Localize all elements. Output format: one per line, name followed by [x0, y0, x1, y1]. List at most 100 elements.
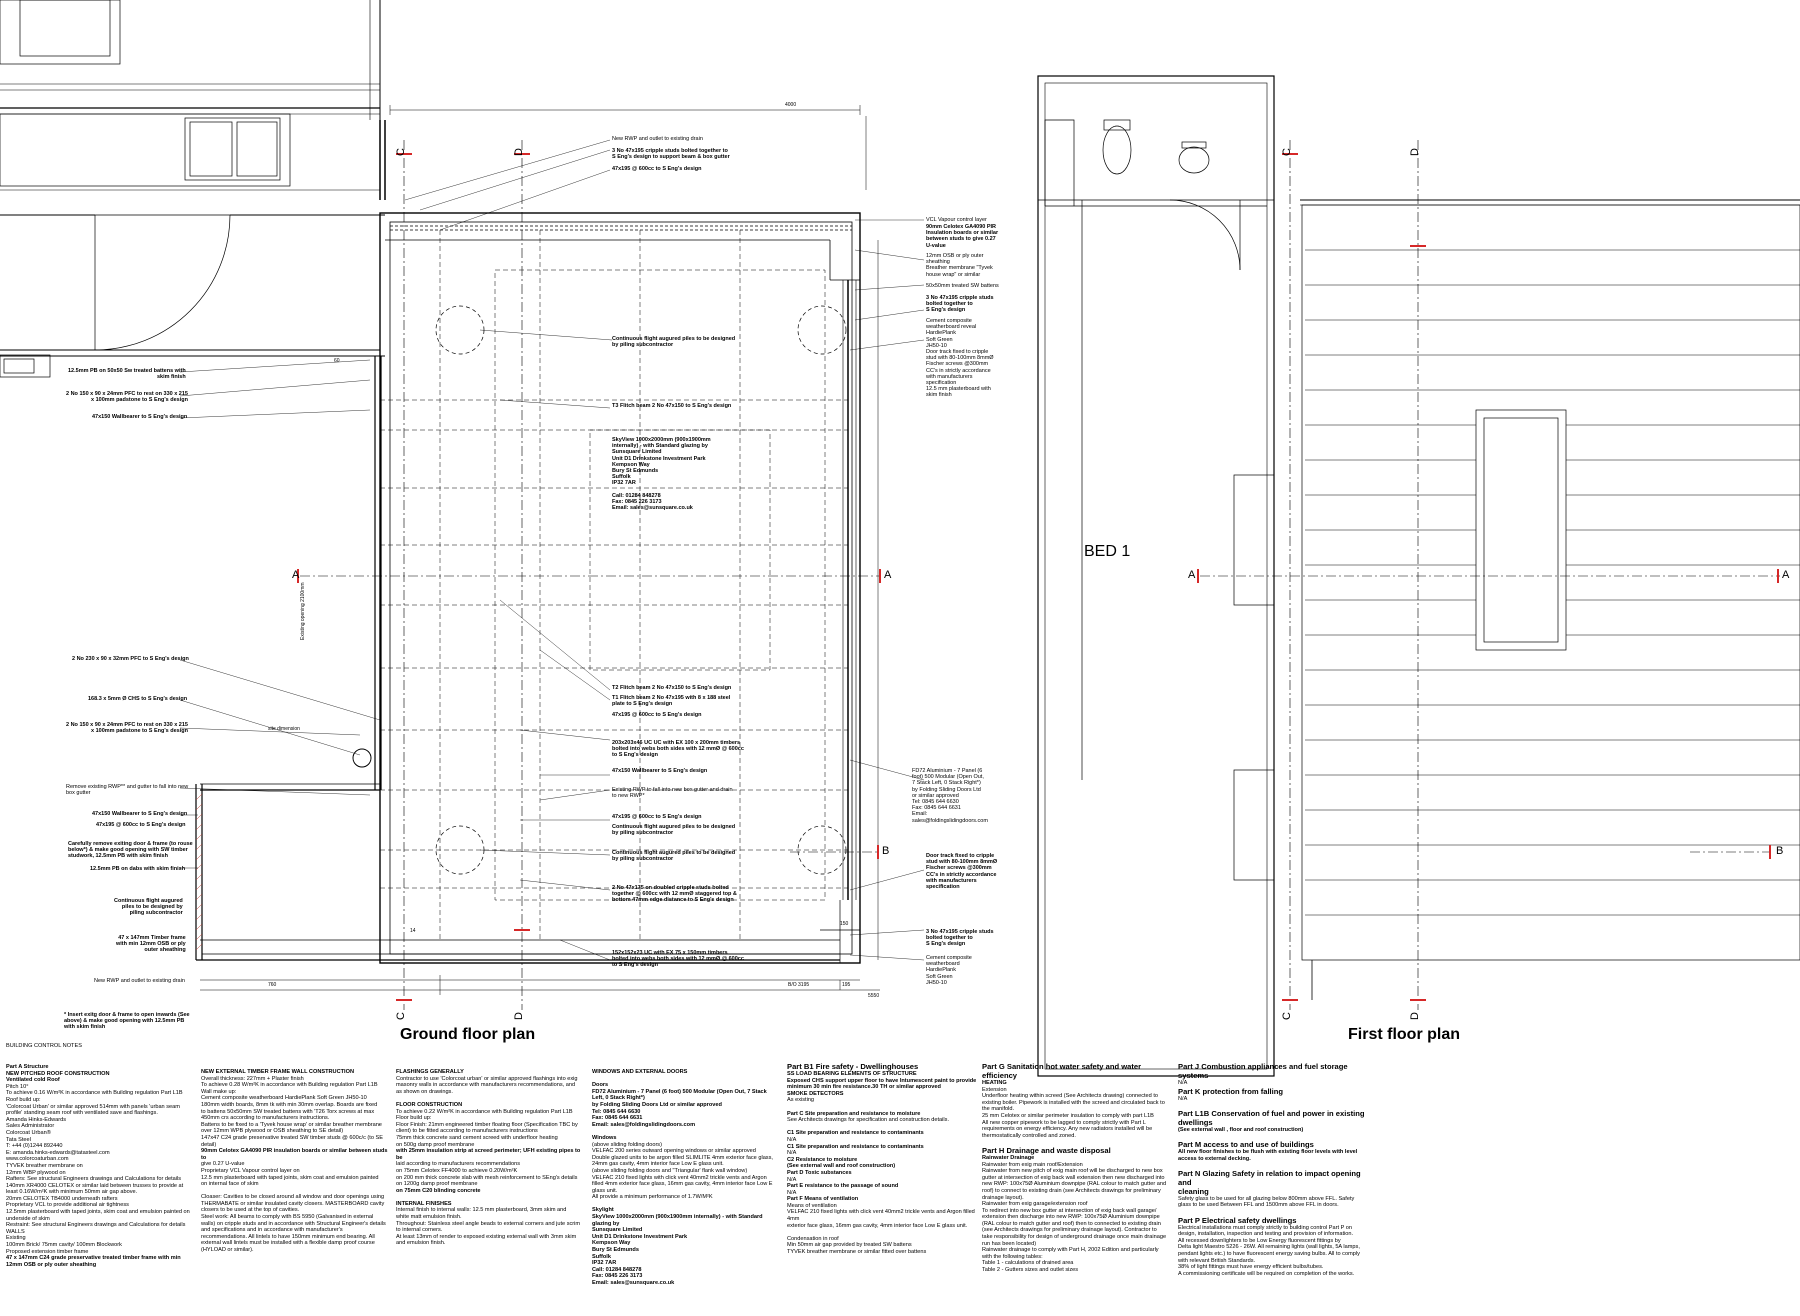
dim-14: 14	[410, 928, 416, 934]
section-mark-a-first-left: A	[1188, 569, 1196, 581]
note-line: Sunsquare Limited	[592, 1227, 643, 1234]
note-line: Suffolk	[592, 1253, 611, 1260]
note-line: Cement composite weatherboard HardiePlan…	[201, 1095, 367, 1102]
note-line	[201, 1188, 391, 1195]
note-line: C2 Resistance to moisture	[787, 1156, 858, 1163]
note-line	[787, 1124, 977, 1131]
note-line: Contractor to use 'Colorcoat urban' or s…	[396, 1075, 578, 1082]
section-mark-c-top: C	[394, 148, 407, 156]
note-line: Restraint: See structural Engineers draw…	[6, 1222, 186, 1229]
note-line: All new copper pipework to be lagged to …	[982, 1119, 1146, 1126]
note-line: (RAL colour to match gutter and roof) th…	[982, 1220, 1161, 1227]
note-line: design, installation, inspection and tes…	[1178, 1231, 1354, 1238]
note-line: As existing	[787, 1097, 815, 1104]
note-line: 90mm Celotex GA4090 PIR insulation board…	[201, 1148, 388, 1161]
note-line: All new floor finishes to be flush with …	[1178, 1148, 1358, 1155]
annotation-right-8: Door track fixed to cripple stud with 80…	[926, 853, 998, 891]
note-line: All recessed downlighters to be Low Ener…	[1178, 1237, 1341, 1244]
note-line: 12mm WBP plywood on	[6, 1169, 66, 1176]
note-line: 450mm crs according to manufacturers ins…	[201, 1115, 330, 1122]
note-line: to internal corners.	[396, 1227, 443, 1234]
annotation-center-1: Continuous flight augured piles to be de…	[612, 336, 736, 349]
annotation-left-8: 47x150 Wallbearer to S Eng's design	[92, 811, 188, 817]
note-line: requirements on energy efficiency. Any n…	[982, 1126, 1153, 1133]
section-mark-b: B	[882, 845, 890, 857]
note-line: T: +44 (0)1244 892440	[6, 1143, 63, 1150]
annotation-right-4: 50x50mm treated SW battens	[926, 283, 999, 289]
note-line: THERMABATE or similar insulated cavity c…	[201, 1200, 385, 1207]
note-line: with the following tables:	[982, 1253, 1043, 1260]
note-line: Proprietary VCL Vapour control layer on	[201, 1167, 300, 1174]
dim-150: 150	[840, 921, 849, 927]
note-line: 12.5mm plasterboard with taped joints, s…	[6, 1209, 190, 1216]
annotation-left-12: Continuous flight augured piles to be de…	[114, 898, 183, 917]
note-line	[982, 1139, 1172, 1146]
note-line: FD72 Aluminium - 7 Panel (6 foot) 500 Mo…	[592, 1088, 767, 1095]
annotation-right-5: 3 No 47x195 cripple studs bolted togethe…	[926, 295, 994, 314]
annotation-center-2: T3 Flitch beam 2 No 47x150 to S Eng's de…	[612, 403, 732, 409]
ground-floor-title: Ground floor plan	[400, 1026, 536, 1043]
annotation-right-9: 3 No 47x195 cripple studs bolted togethe…	[926, 929, 994, 948]
note-line: client) to be fitted according to manufa…	[396, 1128, 538, 1135]
note-line: Part L1B Conservation of fuel and power …	[1178, 1108, 1365, 1118]
note-line: SMOKE DETECTORS	[787, 1090, 844, 1097]
notes-column-7: Part J Combustion appliances and fuel st…	[1178, 1062, 1368, 1277]
section-mark-c-first-bottom: C	[1280, 1012, 1293, 1020]
note-line: Steel work: All beams to comply with BS …	[201, 1214, 374, 1221]
note-line: (above sliding folding doors)	[592, 1141, 662, 1148]
note-line: N/A	[1178, 1080, 1188, 1086]
note-line: 12mm OSB or ply outer sheathing	[6, 1261, 97, 1268]
note-line: To achieve 0.16 W/m²K in accordance with…	[6, 1090, 183, 1097]
note-line: Part P Electrical safety dwellings	[1178, 1215, 1297, 1225]
note-line: WALLS	[6, 1228, 25, 1235]
note-line: 140mm XR4000 CELOTEX or similar laid bet…	[6, 1182, 184, 1189]
note-line: with 25mm insulation strip at screed per…	[396, 1148, 581, 1161]
notes-column-2: NEW EXTERNAL TIMBER FRAME WALL CONSTRUCT…	[201, 1069, 391, 1254]
dim-760: 760	[268, 982, 277, 988]
note-line: 38% of light fittings must have energy e…	[1178, 1264, 1324, 1271]
note-line	[396, 1194, 586, 1201]
note-line: N/A	[1178, 1095, 1188, 1102]
note-line: Floor Finish: 21mm engineered timber flo…	[396, 1121, 578, 1128]
note-line	[592, 1076, 782, 1083]
annotation-left-10: Carefully remove exiting door & frame (t…	[68, 841, 193, 860]
note-line: Table 2 - Gutters sizes and outlet sizes	[982, 1267, 1079, 1274]
note-line: Electrical installations must comply str…	[1178, 1224, 1352, 1231]
note-line: 100mm Brick/ 75mm cavity/ 100mm Blockwor…	[6, 1242, 122, 1249]
notes-column-6: Part G Sanitation hot water safety and w…	[982, 1062, 1172, 1274]
note-line: FLOOR CONSTRUCTION	[396, 1101, 463, 1108]
notes-title: BUILDING CONTROL NOTES	[6, 1043, 82, 1049]
note-line: Part G Sanitation hot water safety and w…	[982, 1062, 1142, 1080]
note-line: Throughout: Stainless steel angle beads …	[396, 1220, 581, 1227]
note-line: Unit D1 Drinkstone Investment Park	[592, 1233, 688, 1240]
note-line: thermostatically controlled and zoned.	[982, 1132, 1076, 1139]
note-line: (See external wall and roof construction…	[787, 1163, 896, 1170]
annotation-top-2: 3 No 47x195 cripple studs bolted togethe…	[612, 148, 730, 161]
note-line: N/A	[787, 1176, 797, 1183]
note-line: minimum 30 min fire resistance.30 TH or …	[787, 1084, 941, 1091]
annotation-center-7: 203x203x46 UC UC with EX 100 x 200mm tim…	[612, 740, 744, 759]
note-line: (above sliding folding doors and "Triang…	[592, 1167, 748, 1174]
note-line: NEW EXTERNAL TIMBER FRAME WALL CONSTRUCT…	[201, 1069, 354, 1075]
note-line: VELFAC 210 fixed lights with click vent …	[787, 1209, 975, 1223]
annotation-center-9: Existing RWP to fall into new box gutter…	[612, 787, 733, 800]
note-line	[787, 1229, 977, 1236]
note-line	[1178, 1102, 1368, 1109]
section-mark-a-right: A	[884, 569, 892, 581]
note-line: with relevant British Standards.	[1178, 1257, 1256, 1264]
note-line: To achieve 0.22 W/m²K in accordance with…	[396, 1108, 573, 1115]
note-line: laid according to manufacturers recommen…	[396, 1161, 521, 1168]
dim-195: 195	[842, 982, 851, 988]
section-lines	[300, 140, 1780, 1010]
note-line: E: amanda.hinks-edwards@tatasteel.com	[6, 1149, 110, 1156]
section-mark-b-first: B	[1776, 845, 1784, 857]
annotation-center-5: T1 Flitch beam 2 No 47x195 with 8 x 188 …	[612, 695, 731, 708]
annotation-center-10: 47x195 @ 600cc to S Eng's design	[612, 814, 702, 820]
note-line: by Folding Sliding Doors Ltd or similar …	[592, 1101, 722, 1108]
note-line: Email: sales@foldingslidingdoors.com	[592, 1121, 696, 1128]
note-line: recommendations. All lintels to have 150…	[201, 1233, 375, 1240]
note-line: C1 Site preparation and resistance to co…	[787, 1130, 924, 1137]
note-line: (See external wall , floor and roof cons…	[1178, 1126, 1304, 1133]
note-line	[396, 1095, 586, 1102]
